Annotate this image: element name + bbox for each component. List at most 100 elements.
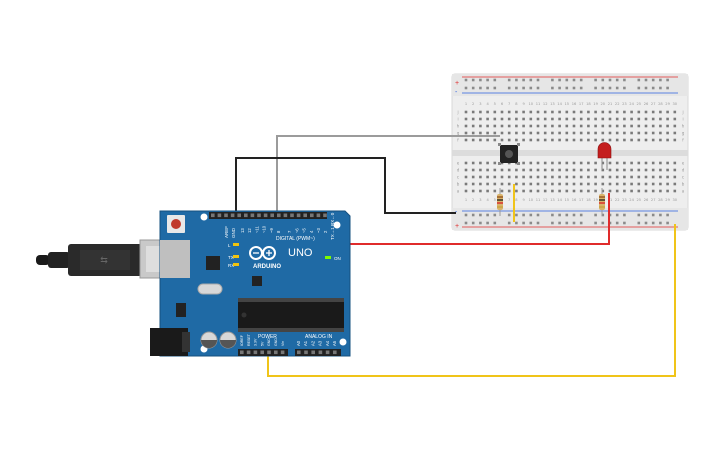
header-pin[interactable] xyxy=(244,213,248,218)
breadboard-hole[interactable] xyxy=(623,131,626,135)
breadboard-hole[interactable] xyxy=(529,110,533,114)
header-pin[interactable] xyxy=(333,350,337,355)
breadboard-hole[interactable] xyxy=(558,124,561,128)
breadboard-hole[interactable] xyxy=(493,175,497,179)
breadboard-hole[interactable] xyxy=(522,138,525,142)
breadboard-hole[interactable] xyxy=(651,131,655,135)
breadboard[interactable]: + - - + 11223344556677889910101111121213… xyxy=(451,73,689,231)
breadboard-hole[interactable] xyxy=(601,213,605,217)
wire-gray-pin8[interactable] xyxy=(276,135,500,218)
breadboard-hole[interactable] xyxy=(623,175,626,179)
breadboard-hole[interactable] xyxy=(543,110,547,114)
breadboard-hole[interactable] xyxy=(515,124,518,128)
breadboard-hole[interactable] xyxy=(637,221,641,225)
breadboard-hole[interactable] xyxy=(529,138,533,142)
breadboard-hole[interactable] xyxy=(529,117,533,121)
breadboard-hole[interactable] xyxy=(637,213,641,217)
breadboard-hole[interactable] xyxy=(623,110,626,114)
breadboard-hole[interactable] xyxy=(507,175,511,179)
breadboard-hole[interactable] xyxy=(637,110,641,114)
breadboard-hole[interactable] xyxy=(479,175,482,179)
breadboard-hole[interactable] xyxy=(522,221,525,225)
header-pin[interactable] xyxy=(280,350,285,355)
breadboard-hole[interactable] xyxy=(500,117,504,121)
breadboard-hole[interactable] xyxy=(630,161,633,165)
breadboard-hole[interactable] xyxy=(493,86,497,90)
breadboard-hole[interactable] xyxy=(601,175,605,179)
breadboard-hole[interactable] xyxy=(507,213,511,217)
breadboard-hole[interactable] xyxy=(572,110,576,114)
breadboard-hole[interactable] xyxy=(673,138,677,142)
breadboard-hole[interactable] xyxy=(673,182,677,186)
breadboard-hole[interactable] xyxy=(572,117,576,121)
breadboard-hole[interactable] xyxy=(579,168,583,172)
breadboard-hole[interactable] xyxy=(673,117,677,121)
breadboard-hole[interactable] xyxy=(464,117,468,121)
breadboard-hole[interactable] xyxy=(594,78,597,82)
breadboard-hole[interactable] xyxy=(551,86,554,90)
breadboard-hole[interactable] xyxy=(565,110,569,114)
breadboard-hole[interactable] xyxy=(479,182,482,186)
breadboard-hole[interactable] xyxy=(615,182,619,186)
wire-black-gnd[interactable] xyxy=(235,157,456,218)
breadboard-hole[interactable] xyxy=(587,124,590,128)
breadboard-hole[interactable] xyxy=(651,161,655,165)
breadboard-hole[interactable] xyxy=(551,78,554,82)
breadboard-hole[interactable] xyxy=(493,131,497,135)
breadboard-hole[interactable] xyxy=(493,189,497,193)
breadboard-hole[interactable] xyxy=(623,189,626,193)
breadboard-hole[interactable] xyxy=(651,86,655,90)
breadboard-hole[interactable] xyxy=(673,168,677,172)
breadboard-hole[interactable] xyxy=(673,131,677,135)
breadboard-hole[interactable] xyxy=(464,131,468,135)
breadboard-hole[interactable] xyxy=(565,175,569,179)
breadboard-hole[interactable] xyxy=(471,189,475,193)
breadboard-hole[interactable] xyxy=(572,175,576,179)
breadboard-hole[interactable] xyxy=(471,110,475,114)
header-pin[interactable] xyxy=(318,350,323,355)
breadboard-hole[interactable] xyxy=(601,124,605,128)
breadboard-hole[interactable] xyxy=(565,161,569,165)
header-pin[interactable] xyxy=(217,213,222,218)
breadboard-hole[interactable] xyxy=(479,131,482,135)
breadboard-hole[interactable] xyxy=(515,175,518,179)
breadboard-hole[interactable] xyxy=(536,221,540,225)
breadboard-hole[interactable] xyxy=(551,168,554,172)
breadboard-hole[interactable] xyxy=(637,124,641,128)
header-pin[interactable] xyxy=(224,213,228,218)
breadboard-hole[interactable] xyxy=(464,213,468,217)
breadboard-hole[interactable] xyxy=(515,182,518,186)
breadboard-hole[interactable] xyxy=(471,78,475,82)
breadboard-hole[interactable] xyxy=(522,78,525,82)
breadboard-hole[interactable] xyxy=(615,124,619,128)
breadboard-hole[interactable] xyxy=(464,168,468,172)
breadboard-hole[interactable] xyxy=(558,189,561,193)
breadboard-hole[interactable] xyxy=(572,138,576,142)
breadboard-hole[interactable] xyxy=(551,110,554,114)
breadboard-hole[interactable] xyxy=(500,182,504,186)
digital-header-pins[interactable] xyxy=(211,213,327,218)
header-pin[interactable] xyxy=(253,350,258,355)
breadboard-hole[interactable] xyxy=(558,131,561,135)
breadboard-hole[interactable] xyxy=(507,110,511,114)
breadboard-hole[interactable] xyxy=(500,168,504,172)
breadboard-hole[interactable] xyxy=(644,117,648,121)
breadboard-hole[interactable] xyxy=(608,189,612,193)
breadboard-hole[interactable] xyxy=(630,124,633,128)
breadboard-hole[interactable] xyxy=(493,110,497,114)
breadboard-hole[interactable] xyxy=(558,213,561,217)
breadboard-hole[interactable] xyxy=(558,110,561,114)
breadboard-hole[interactable] xyxy=(666,161,669,165)
breadboard-hole[interactable] xyxy=(486,138,489,142)
breadboard-hole[interactable] xyxy=(637,168,641,172)
breadboard-hole[interactable] xyxy=(558,221,561,225)
breadboard-hole[interactable] xyxy=(615,78,619,82)
breadboard-hole[interactable] xyxy=(587,189,590,193)
breadboard-hole[interactable] xyxy=(543,131,547,135)
pushbutton-icon[interactable] xyxy=(498,143,520,165)
breadboard-hole[interactable] xyxy=(507,138,511,142)
breadboard-hole[interactable] xyxy=(479,161,482,165)
breadboard-hole[interactable] xyxy=(623,161,626,165)
breadboard-hole[interactable] xyxy=(644,131,648,135)
